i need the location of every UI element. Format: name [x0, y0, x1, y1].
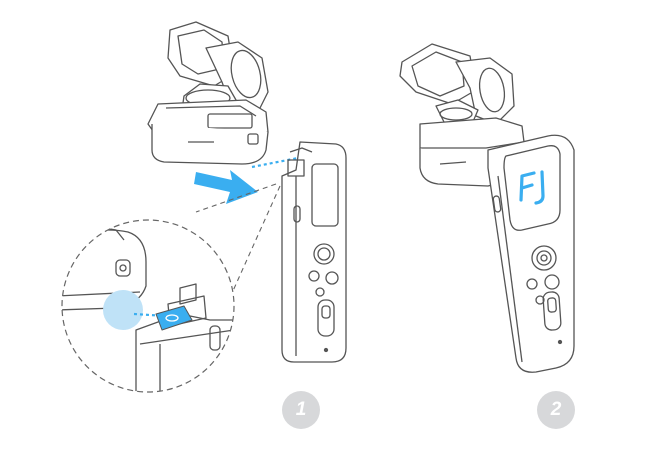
- handle-1: [281, 141, 347, 363]
- figure-step-2: [399, 43, 575, 373]
- zoom-guide-line-lower: [227, 185, 281, 303]
- connection-dotted-line-zoom: [133, 312, 167, 318]
- gimbal-head: [147, 21, 269, 165]
- zoom-detail: [61, 219, 235, 393]
- step-2-badge: 2: [537, 391, 575, 429]
- figure-step-1: [61, 21, 347, 393]
- highlight-contact-base: [103, 290, 143, 330]
- arrow-right-icon: [194, 170, 258, 204]
- step-1-badge: 1: [282, 391, 320, 429]
- feiyu-fj-logo-icon: [519, 170, 545, 205]
- connection-dotted-line-top: [251, 156, 299, 169]
- highlight-contact-handle: [155, 305, 193, 331]
